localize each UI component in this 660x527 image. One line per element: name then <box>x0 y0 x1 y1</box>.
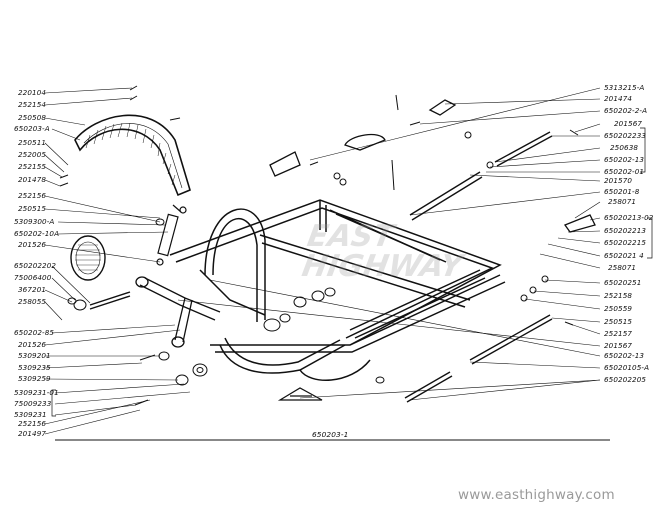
left-part-label: 252156 <box>18 191 47 200</box>
left-part-label: 650202-10A <box>14 229 60 238</box>
watermark-line2: HIGHWAY <box>299 249 466 284</box>
left-part-label: 650203-A <box>14 124 50 133</box>
fender-icon <box>74 114 191 197</box>
hoop-support <box>199 208 266 322</box>
site-url: www.easthighway.com <box>458 487 615 503</box>
right-part-label: 650202205 <box>604 375 647 384</box>
left-part-label: 250511 <box>18 138 47 147</box>
left-part-label: 5309235 <box>18 363 51 372</box>
right-part-label: 258071 <box>608 263 637 272</box>
washers <box>67 131 549 386</box>
lower-cross-tubes <box>219 269 486 381</box>
right-part-label: 650202-2-A <box>604 106 648 115</box>
watermark-line1: EAST <box>304 219 397 254</box>
right-part-label: 650202-13 <box>604 155 645 164</box>
small-bolts <box>59 85 579 406</box>
right-part-label: 201474 <box>604 94 633 103</box>
right-part-label: 65020105-A <box>604 363 650 372</box>
left-part-label: 650202202 <box>14 261 57 270</box>
leader-lines-right <box>177 87 601 401</box>
control-arm <box>135 276 221 348</box>
left-part-label: 250508 <box>18 113 47 122</box>
right-part-label: 650202-13 <box>604 351 645 360</box>
left-part-label: 650202-85 <box>14 328 55 337</box>
right-part-label: 258071 <box>608 197 637 206</box>
left-part-label: 252154 <box>18 100 47 109</box>
left-part-label: 367201 <box>18 285 47 294</box>
right-part-label: 250638 <box>610 143 639 152</box>
long-bolts <box>89 131 553 403</box>
left-part-label: 5309259 <box>18 374 51 383</box>
left-part-label: 252005 <box>18 150 47 159</box>
right-part-label: 650202233 <box>604 131 647 140</box>
right-part-label: 650202-01 <box>604 167 645 176</box>
right-part-label: 252158 <box>604 291 633 300</box>
left-part-label: 258055 <box>18 297 47 306</box>
right-part-label: 5313215-A <box>604 83 645 92</box>
wheel-disc-icon <box>70 235 106 281</box>
right-part-label: 650202215 <box>604 238 647 247</box>
main-frame <box>169 199 506 353</box>
right-part-label: 650202213 <box>604 226 647 235</box>
wedge-block-icon <box>277 387 323 401</box>
right-part-label: 250559 <box>604 304 633 313</box>
left-part-label: 201526 <box>18 240 47 249</box>
left-part-label: 252156 <box>18 419 47 428</box>
leader-lines-left <box>44 87 191 435</box>
left-part-label: 5309231 <box>14 410 47 419</box>
left-part-label: 5309201 <box>18 351 51 360</box>
right-part-label: 65020213-02 <box>604 213 654 222</box>
drawing-code: 650203-1 <box>312 430 349 439</box>
right-part-label: 650201-8 <box>604 187 640 196</box>
left-part-label: 201526 <box>18 340 47 349</box>
right-part-label: 6502021 4 <box>604 251 644 260</box>
left-part-label: 5309231-01 <box>14 388 59 397</box>
left-part-label: 75009233 <box>14 399 52 408</box>
left-part-label: 75006400 <box>14 273 52 282</box>
left-part-label: 250515 <box>18 204 47 213</box>
right-part-label: 250515 <box>604 317 633 326</box>
watermark-logo: EAST HIGHWAY <box>299 219 470 284</box>
left-part-label: 252155 <box>18 162 47 171</box>
right-part-label: 65020251 <box>604 278 642 287</box>
left-part-label: 5309300-A <box>14 217 55 226</box>
shock-absorber-icon <box>156 204 187 266</box>
right-part-label: 252157 <box>604 329 633 338</box>
group-brackets <box>51 127 653 417</box>
right-part-label: 201567 <box>614 119 643 128</box>
left-part-label: 220104 <box>18 88 47 97</box>
left-part-label: 201478 <box>18 175 47 184</box>
upper-pin-arm <box>269 99 596 233</box>
left-part-label: 201497 <box>18 429 47 438</box>
right-part-label: 201570 <box>604 176 633 185</box>
right-part-label: 201567 <box>604 341 633 350</box>
